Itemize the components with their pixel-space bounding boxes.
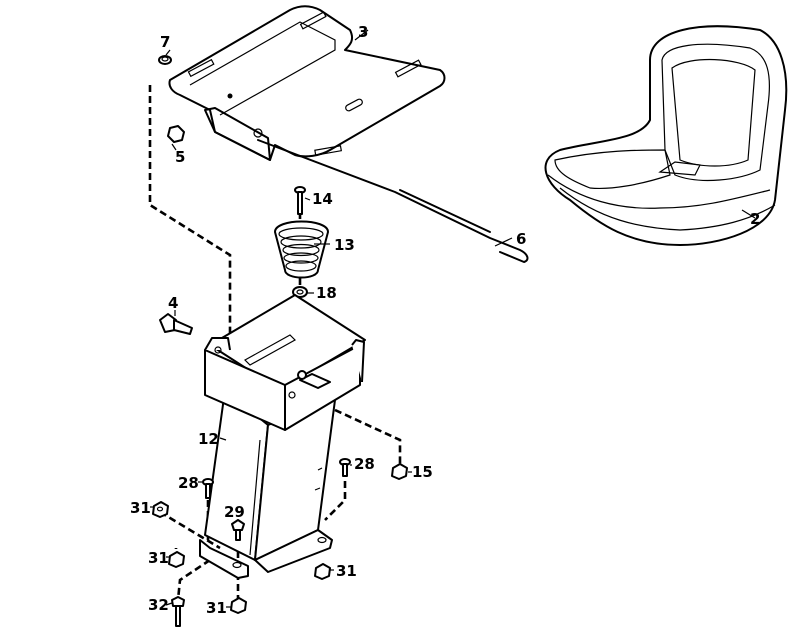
- nut-part-7: [158, 55, 172, 65]
- callout-7: 7: [160, 33, 170, 51]
- callout-ticks: [150, 29, 756, 608]
- callout-6: 6: [516, 230, 526, 248]
- nut-part-15: [391, 463, 408, 480]
- callout-3: 3: [358, 23, 368, 41]
- nut-part-31-b: [168, 551, 185, 568]
- seat-post-part-12: [199, 389, 336, 579]
- callout-28-right: 28: [354, 455, 375, 473]
- callout-5: 5: [175, 148, 185, 166]
- callout-13: 13: [334, 236, 355, 254]
- bolt-part-4: [159, 313, 193, 335]
- nut-part-5: [167, 125, 185, 143]
- nut-part-31-d: [230, 597, 247, 614]
- callout-31-b: 31: [148, 549, 169, 567]
- callout-28-left: 28: [178, 474, 199, 492]
- screw-part-28-left: [202, 478, 214, 499]
- nut-part-31-a: [152, 501, 169, 518]
- bolt-part-14: [294, 186, 306, 215]
- seat-plate-part-3: [168, 5, 446, 161]
- callout-12: 12: [198, 430, 219, 448]
- spring-part-13: [274, 220, 329, 279]
- screw-part-29: [231, 519, 245, 541]
- washer-part-18: [292, 286, 308, 298]
- callout-2: 2: [750, 210, 760, 228]
- seat-part-2: [544, 25, 788, 246]
- seat-bracket: [204, 294, 366, 431]
- adjust-rod-part-6: [257, 139, 529, 263]
- callout-15: 15: [412, 463, 433, 481]
- callout-31-d: 31: [206, 599, 227, 617]
- callout-32: 32: [148, 596, 169, 614]
- callout-labels: 2 3 4 5 6 7 12 13 14 15 18 28 28 29 31 3…: [130, 23, 760, 617]
- callout-4: 4: [168, 294, 178, 312]
- callout-31-c: 31: [336, 562, 357, 580]
- screw-part-28-right: [339, 458, 351, 477]
- nut-part-31-c: [314, 563, 331, 580]
- callout-29: 29: [224, 503, 245, 521]
- callout-18: 18: [316, 284, 337, 302]
- callout-14: 14: [312, 190, 333, 208]
- callout-31-a: 31: [130, 499, 151, 517]
- bolt-part-32: [171, 596, 185, 627]
